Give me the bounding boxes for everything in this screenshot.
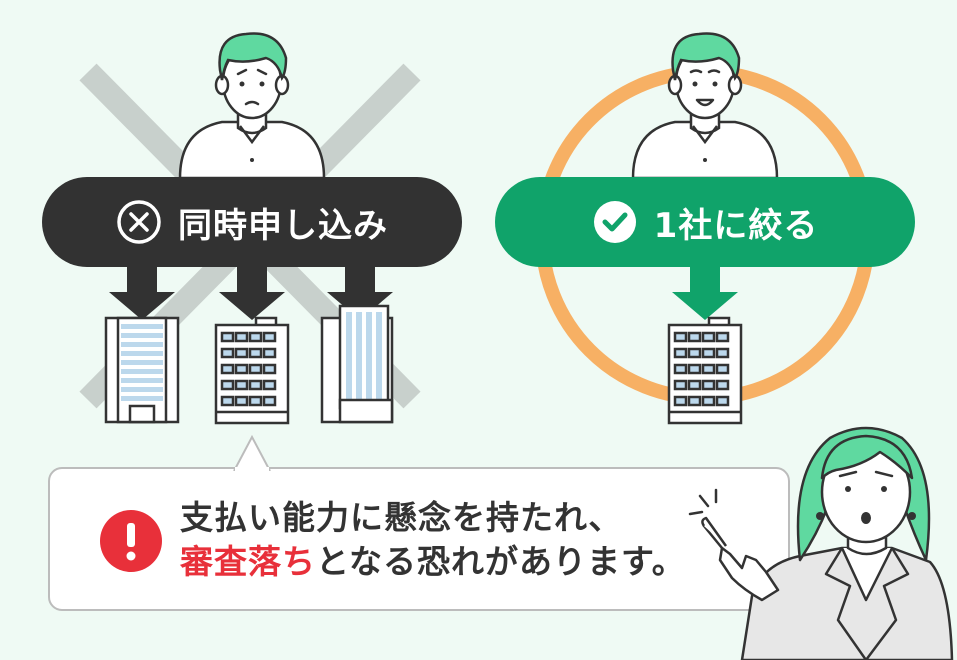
- x-circle-icon: [117, 200, 161, 244]
- arrow-down-icon: [109, 262, 175, 320]
- exclamation-icon: [100, 510, 162, 572]
- office-building-icon: [320, 304, 394, 424]
- callout-tail: [233, 435, 271, 471]
- warning-line-2: 審査落ちとなる恐れがあります。: [180, 540, 740, 584]
- simultaneous-application-label: 同時申し込み: [178, 205, 388, 246]
- office-building-icon: [667, 316, 743, 425]
- screening-failure-highlight: 審査落ち: [180, 542, 316, 581]
- narrow-to-one-company-pill: 1社に絞る: [495, 177, 915, 267]
- office-building-icon: [214, 316, 290, 425]
- warning-line-1: 支払い能力に懸念を持たれ、: [180, 498, 623, 537]
- narrow-to-one-company-label: 1社に絞る: [653, 205, 819, 246]
- office-building-icon: [104, 316, 180, 424]
- warning-message: 支払い能力に懸念を持たれ、 審査落ちとなる恐れがあります。: [180, 496, 740, 584]
- smiling-man-icon: [631, 32, 779, 180]
- warning-callout: [48, 467, 790, 611]
- warning-line-2-rest: となる恐れがあります。: [316, 542, 686, 581]
- arrow-down-icon: [672, 262, 738, 320]
- arrow-down-icon: [219, 262, 285, 320]
- worried-man-icon: [178, 32, 326, 180]
- check-circle-icon: [593, 201, 636, 243]
- simultaneous-application-pill: 同時申し込み: [42, 177, 462, 267]
